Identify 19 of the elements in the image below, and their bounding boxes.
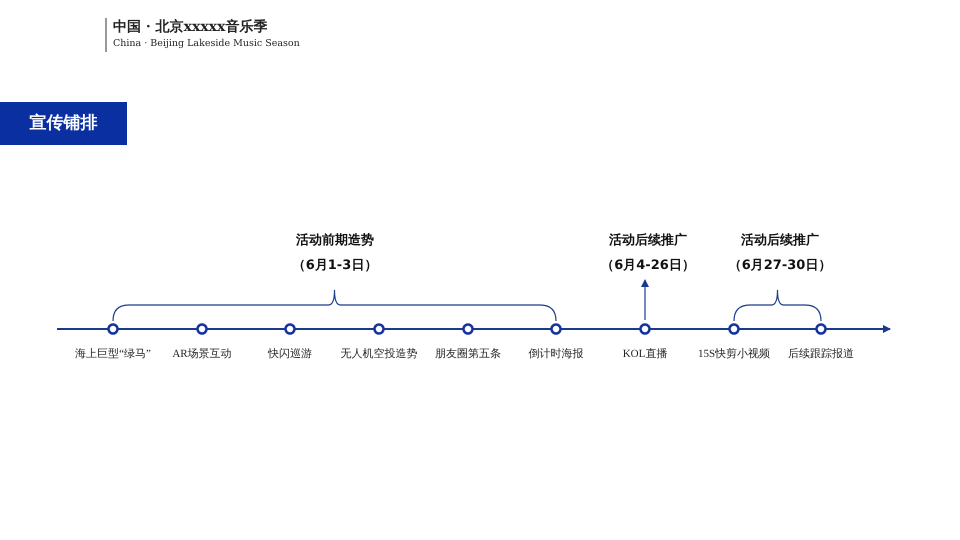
milestone-label: 快闪巡游 bbox=[268, 347, 312, 361]
phase-heading: 活动后续推广 bbox=[741, 232, 819, 250]
header-subtitle: China · Beijing Lakeside Music Season bbox=[113, 38, 300, 49]
header-title: 中国 · 北京xxxxx音乐季 bbox=[113, 18, 268, 36]
milestone-label: 后续跟踪报道 bbox=[788, 346, 854, 361]
section-title: 宣传铺排 bbox=[0, 102, 127, 145]
milestone-label: KOL直播 bbox=[622, 347, 668, 361]
date-range: （6月27-30日） bbox=[728, 257, 832, 275]
milestone-label: 无人机空投造势 bbox=[340, 346, 418, 361]
milestone-label: AR场景互动 bbox=[172, 347, 232, 361]
date-range: （6月1-3日） bbox=[292, 257, 378, 275]
milestone-label: 倒计时海报 bbox=[528, 347, 584, 361]
arrow bbox=[641, 279, 649, 320]
date-range: （6月4-26日） bbox=[601, 257, 695, 275]
milestone-label: 朋友圈第五条 bbox=[435, 347, 501, 361]
milestone-label: 海上巨型“绿马” bbox=[75, 347, 151, 361]
phase-heading: 活动前期造势 bbox=[296, 232, 374, 250]
milestone-label: 15S快剪小视频 bbox=[698, 346, 770, 361]
phase-heading: 活动后续推广 bbox=[609, 232, 687, 250]
